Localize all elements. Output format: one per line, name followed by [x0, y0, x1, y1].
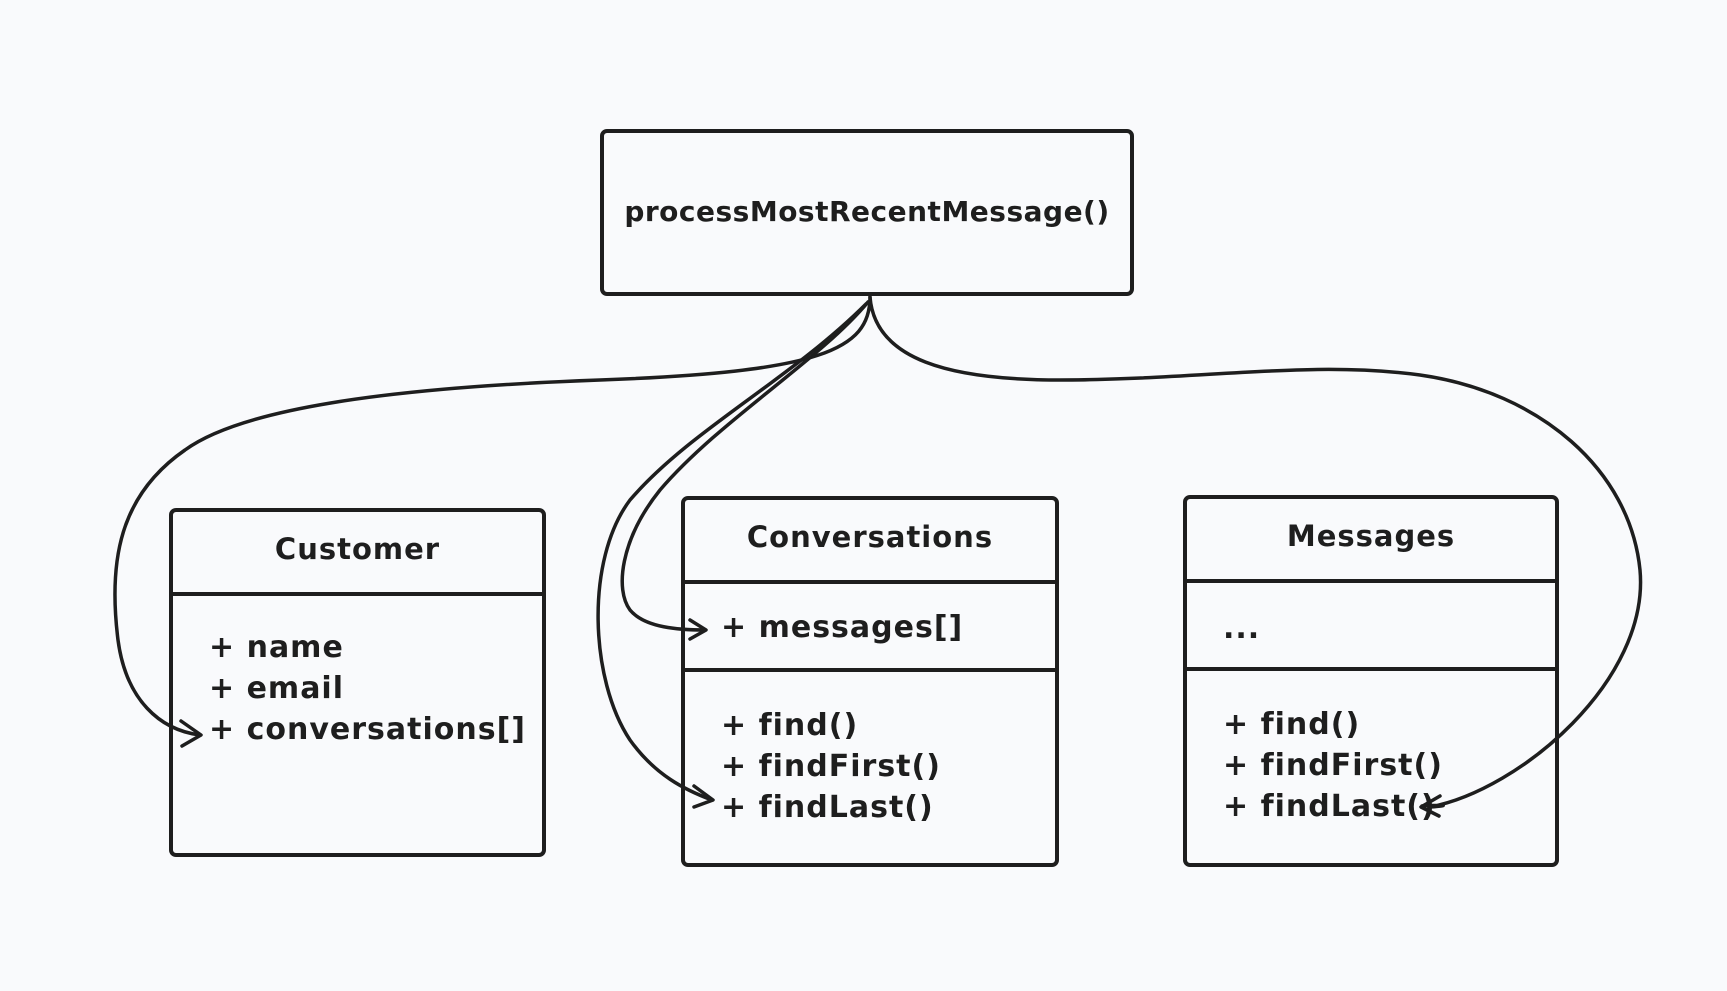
- conversations-entity[interactable]: Conversations + messages[] + find() + fi…: [681, 496, 1059, 867]
- customer-field-email: + email: [209, 671, 344, 706]
- messages-entity[interactable]: Messages ... + find() + findFirst() + fi…: [1183, 495, 1559, 867]
- conversations-method-findfirst: + findFirst(): [721, 749, 941, 784]
- arrowhead-conversations-messages: [688, 618, 708, 641]
- conversations-divider-2: [685, 668, 1055, 672]
- conversations-method-findlast: + findLast(): [721, 790, 934, 825]
- customer-divider: [173, 592, 542, 596]
- edge-to-conversations-messages: [620, 300, 870, 632]
- arrowhead-conversations-findlast: [692, 784, 715, 809]
- function-box[interactable]: processMostRecentMessage(): [600, 129, 1134, 296]
- messages-method-find: + find(): [1223, 707, 1361, 742]
- function-label: processMostRecentMessage(): [624, 195, 1110, 228]
- customer-field-conversations: + conversations[]: [209, 712, 526, 747]
- messages-field-ellipsis: ...: [1223, 611, 1261, 646]
- conversations-method-find: + find(): [721, 708, 859, 743]
- arrowhead-customer: [179, 719, 203, 748]
- customer-entity[interactable]: Customer + name + email + conversations[…: [169, 508, 546, 857]
- conversations-field-messages: + messages[]: [721, 610, 964, 645]
- messages-title: Messages: [1286, 519, 1456, 553]
- conversations-divider-1: [685, 580, 1055, 584]
- arrowhead-messages-findlast: [1419, 794, 1442, 818]
- edge-to-messages-findlast: [868, 295, 1643, 809]
- conversations-title: Conversations: [746, 520, 994, 554]
- messages-method-findlast: + findLast(): [1223, 789, 1436, 824]
- edge-to-conversations-findlast: [596, 302, 868, 802]
- customer-title: Customer: [274, 532, 441, 566]
- edge-to-customer-conversations: [113, 295, 872, 737]
- messages-divider-1: [1187, 579, 1555, 583]
- messages-method-findfirst: + findFirst(): [1223, 748, 1443, 783]
- customer-field-name: + name: [209, 630, 344, 665]
- messages-divider-2: [1187, 667, 1555, 671]
